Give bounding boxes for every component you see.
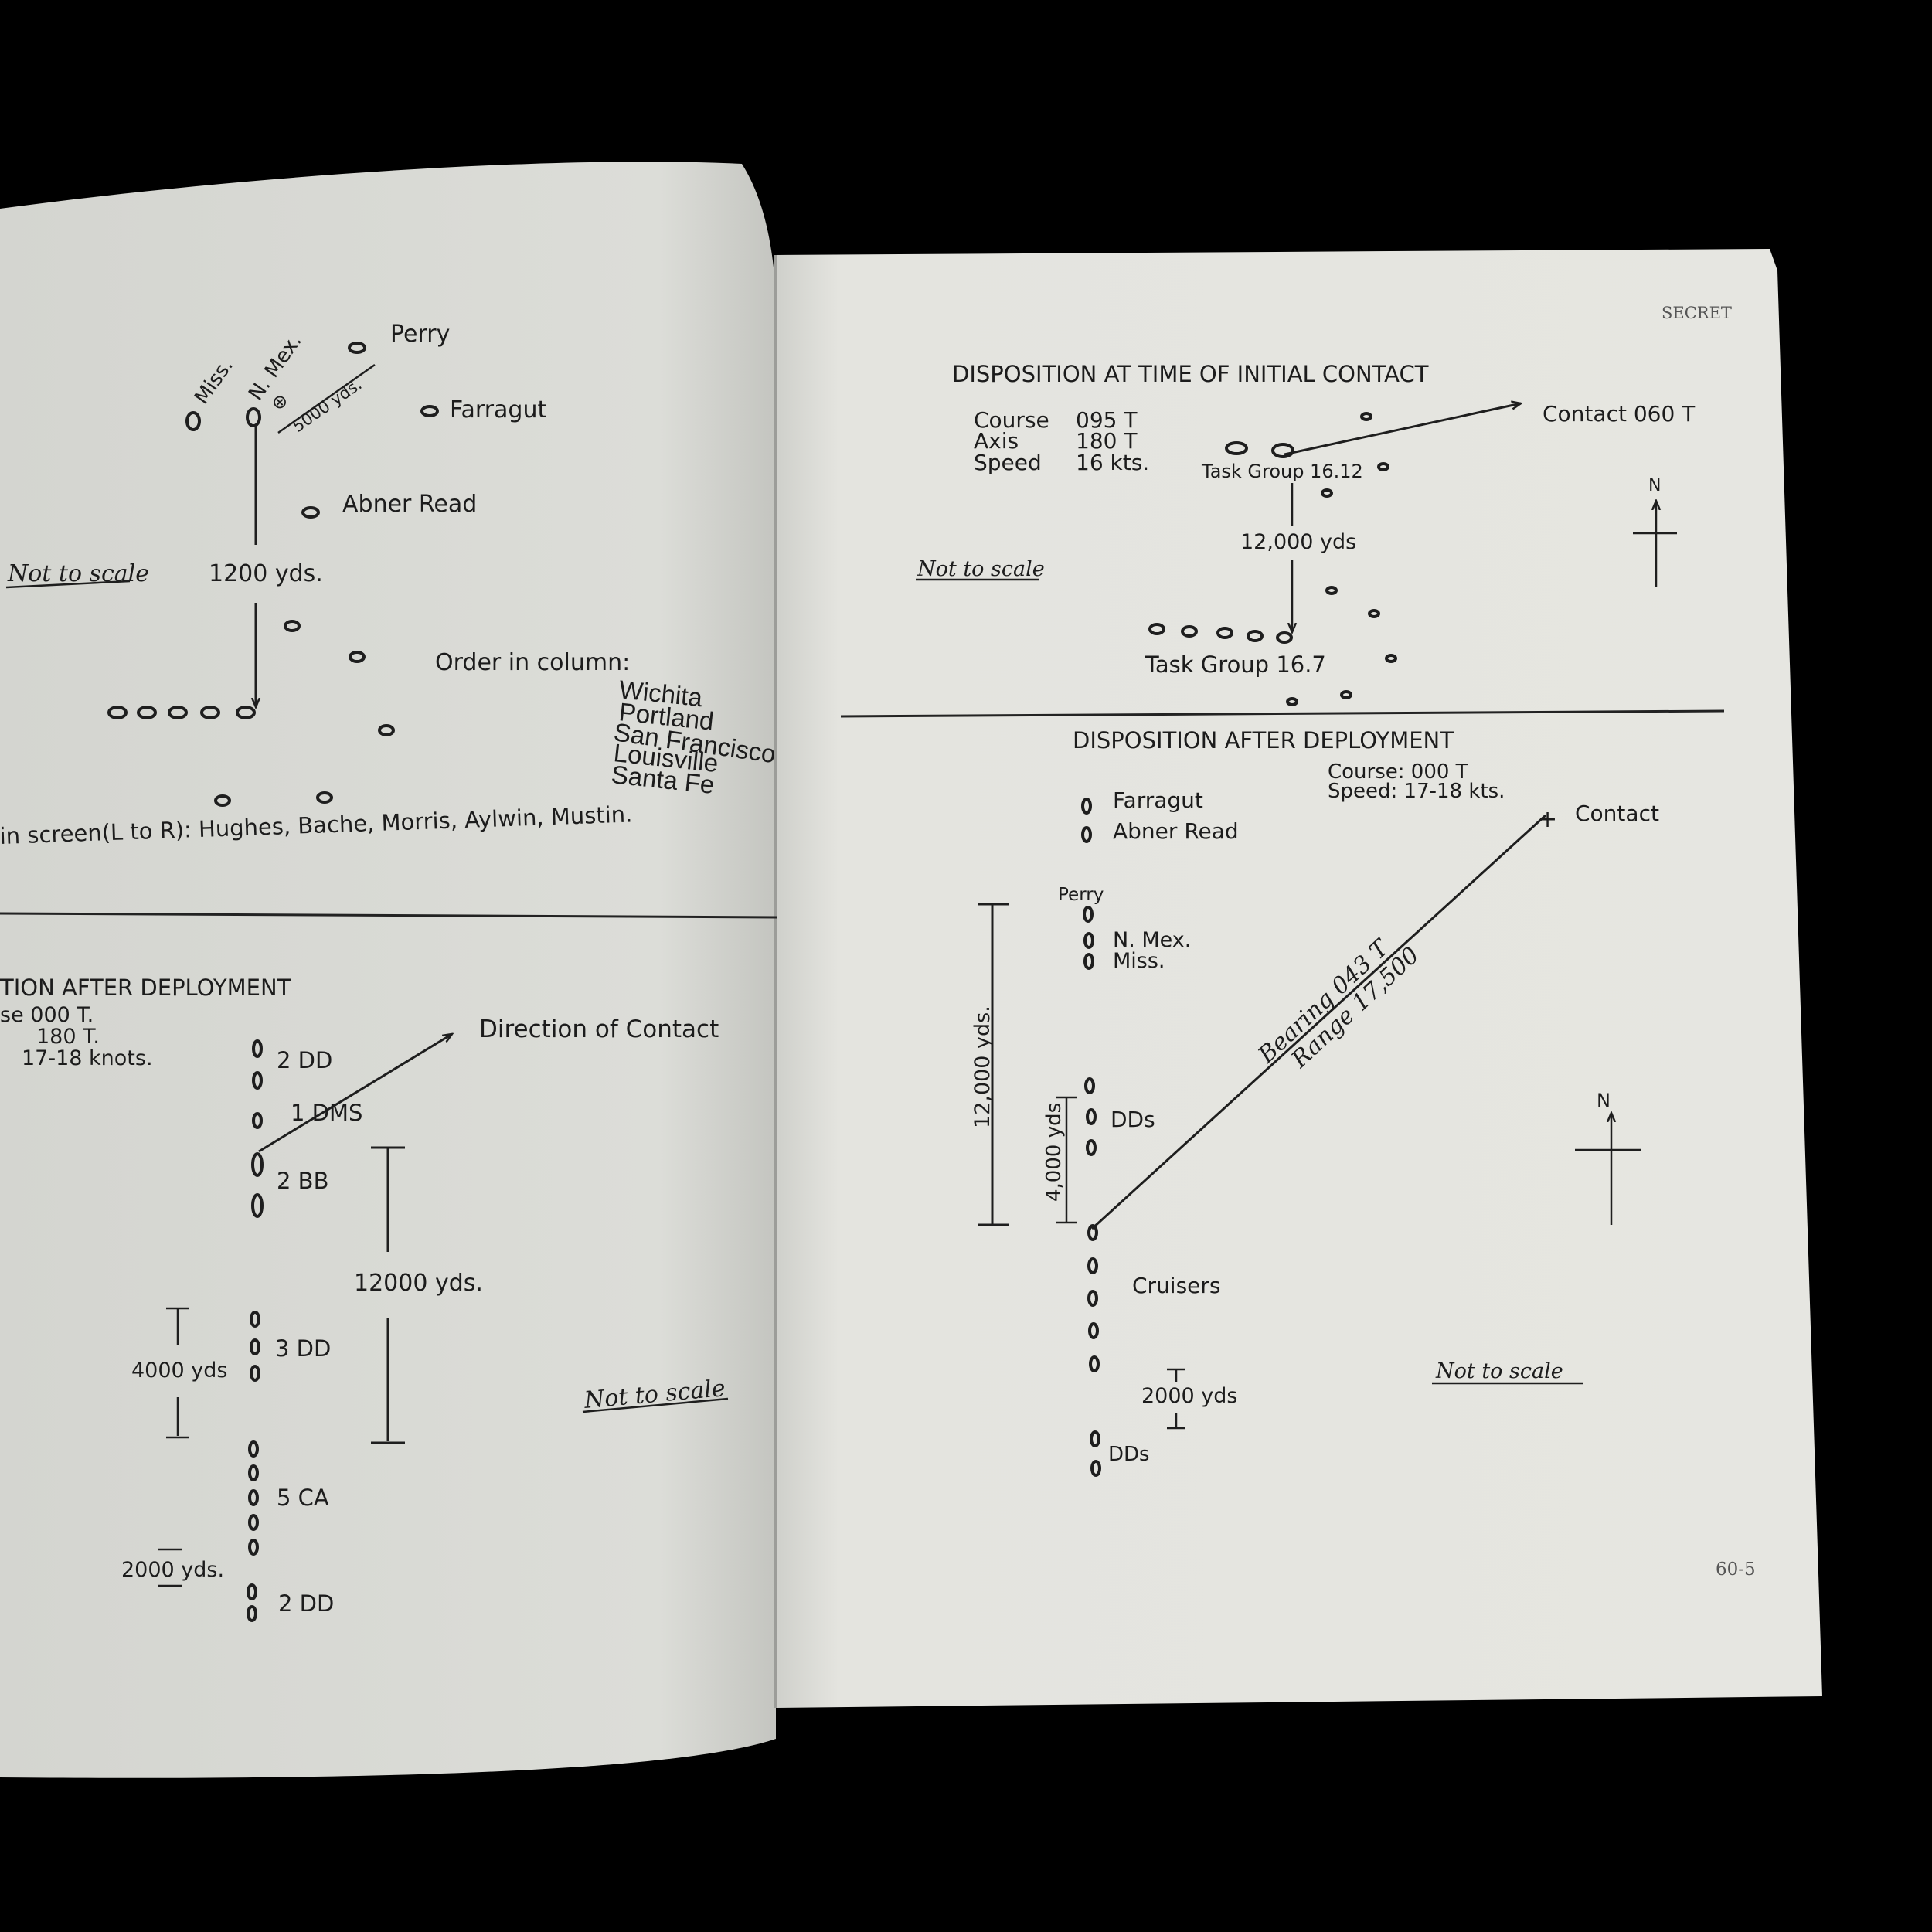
ship-farragut (420, 405, 439, 417)
label-farragut: Farragut (450, 396, 546, 423)
ship-farragut-r (1081, 798, 1092, 815)
label-abner-read: Abner Read (342, 491, 477, 518)
not-to-scale-right-top: Not to scale (917, 557, 1045, 581)
not-to-scale-underline (5, 580, 131, 589)
spacing-2000-label-r: 2000 yds (1141, 1384, 1237, 1408)
axis-symbol: ⊗ (272, 391, 287, 413)
label-3dd: 3 DD (275, 1335, 331, 1362)
course-label: Course (974, 407, 1049, 433)
ships-cruisers (1087, 1224, 1100, 1372)
task-group-16-7-label: Task Group 16.7 (1145, 651, 1326, 678)
spacing-12000-label: 12000 yds. (354, 1270, 483, 1297)
label-2bb: 2 BB (277, 1168, 328, 1194)
axis-label: Axis (974, 428, 1019, 454)
north-arrow-top (1633, 501, 1677, 587)
ship-n-mex (246, 407, 261, 427)
ship-perry-r (1083, 906, 1094, 923)
label-5ca: 5 CA (277, 1485, 329, 1511)
left-bottom-axis: 180 T. (36, 1025, 100, 1049)
speed-label: Speed (974, 450, 1042, 475)
ship-perry (348, 342, 366, 354)
north-arrow-bottom (1575, 1113, 1641, 1225)
ship-n-mex-r (1083, 932, 1094, 949)
left-bottom-diagram: TION AFTER DEPLOYMENT se 000 T. 180 T. 1… (0, 975, 729, 1622)
tg-spacing-label: 12,000 yds (1240, 530, 1356, 554)
task-group-16-7-ships (1148, 586, 1397, 706)
not-to-scale-right-bottom: Not to scale (1435, 1359, 1563, 1383)
ship-miss-r (1083, 953, 1094, 970)
label-cruisers: Cruisers (1132, 1273, 1221, 1298)
contact-label: Contact 060 T (1543, 401, 1696, 427)
right-top-diagram: SECRET DISPOSITION AT TIME OF INITIAL CO… (916, 304, 1732, 706)
ship-miss (185, 411, 201, 431)
axis-value: 180 T (1076, 428, 1138, 454)
right-bottom-course: Course: 000 T (1328, 760, 1468, 784)
right-page (776, 249, 1822, 1708)
ships-2dd-bottom (247, 1583, 257, 1622)
label-perry: Perry (390, 321, 450, 348)
speed-value: 16 kts. (1076, 450, 1149, 475)
spacing-5000-line (277, 363, 376, 434)
column-ships (107, 706, 256, 719)
right-divider (840, 709, 1725, 718)
contact-cross: + (1538, 806, 1557, 833)
label-farragut-r: Farragut (1113, 787, 1203, 813)
direction-of-contact-label: Direction of Contact (479, 1015, 719, 1043)
label-miss-r: Miss. (1113, 949, 1165, 973)
ships-2bb (251, 1152, 264, 1218)
page-number: 60-5 (1716, 1560, 1756, 1580)
label-abner-read-r: Abner Read (1113, 818, 1239, 844)
ships-3dd (250, 1311, 260, 1382)
left-page (0, 162, 776, 1778)
left-bottom-speed: 17-18 knots. (22, 1046, 153, 1070)
right-bottom-title: DISPOSITION AFTER DEPLOYMENT (1073, 727, 1454, 753)
north-label-top: N (1648, 476, 1661, 495)
north-label-bottom: N (1597, 1090, 1611, 1111)
label-1dms: 1 DMS (291, 1100, 362, 1126)
left-divider (0, 912, 777, 919)
spacing-4000-label: 4000 yds (131, 1359, 227, 1383)
contact-label-bottom: Contact (1575, 801, 1659, 826)
right-bottom-speed: Speed: 17-18 kts. (1328, 780, 1505, 803)
direction-of-contact-arrow (258, 1034, 452, 1153)
label-2dd-top: 2 DD (277, 1047, 332, 1073)
label-n-mex-r: N. Mex. (1113, 928, 1191, 952)
ship-dms (252, 1112, 263, 1129)
spacing-1200-label: 1200 yds. (209, 560, 323, 587)
ships-2dd-top (252, 1039, 263, 1090)
ship-abner-read-r (1081, 826, 1092, 843)
right-top-title: DISPOSITION AT TIME OF INITIAL CONTACT (952, 361, 1429, 387)
label-dds-mid: DDs (1111, 1107, 1155, 1132)
label-dds-bottom: DDs (1108, 1443, 1150, 1466)
classification-mark: SECRET (1662, 304, 1732, 322)
contact-line (1090, 814, 1547, 1230)
contact-bearing-arrow (1284, 403, 1521, 456)
spacing-4000-label-r: 4,000 yds (1043, 1103, 1066, 1202)
label-2dd-bottom: 2 DD (278, 1590, 334, 1617)
ship-abner-read (301, 506, 320, 519)
task-group-16-12-ships (1225, 412, 1389, 498)
screen-ships (214, 620, 395, 807)
course-value: 095 T (1076, 407, 1138, 433)
spacing-2000-label: 2000 yds. (121, 1558, 224, 1582)
ships-dds-bottom (1090, 1430, 1101, 1477)
spacing-12000-label-r: 12,000 yds. (971, 1005, 995, 1128)
ships-dds-mid (1084, 1077, 1097, 1156)
label-perry-r: Perry (1058, 885, 1104, 905)
ships-5ca (248, 1440, 259, 1556)
left-bottom-course: se 000 T. (0, 1003, 94, 1027)
left-bottom-title: TION AFTER DEPLOYMENT (0, 975, 291, 1001)
task-group-16-12-label: Task Group 16.12 (1201, 461, 1363, 482)
order-title: Order in column: (435, 649, 630, 676)
